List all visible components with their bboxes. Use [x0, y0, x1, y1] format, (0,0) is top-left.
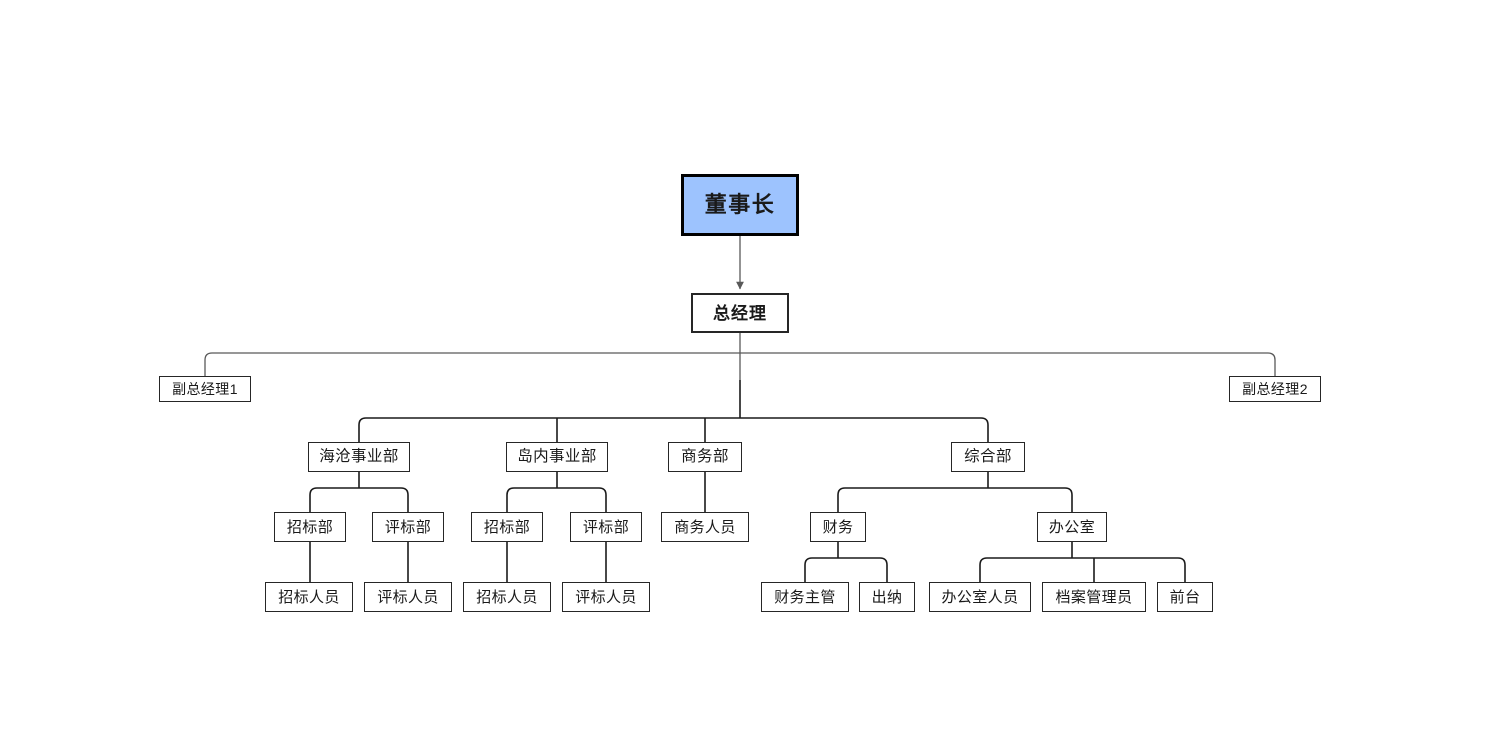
org-node-vp2[interactable]: 副总经理2	[1229, 376, 1321, 402]
org-node-label: 评标人员	[377, 588, 439, 606]
edge-daonei-bus	[506, 487, 607, 512]
org-node-label: 总经理	[713, 303, 767, 323]
org-node-hc-pingbiao[interactable]: 评标部	[372, 512, 444, 542]
org-node-label: 办公室人员	[941, 588, 1019, 606]
org-node-label: 出纳	[871, 588, 903, 606]
edge-dept-bus	[358, 417, 989, 442]
org-node-chairman[interactable]: 董事长	[681, 174, 799, 236]
org-node-vp1[interactable]: 副总经理1	[159, 376, 251, 402]
org-node-hc-zhaobiao[interactable]: 招标部	[274, 512, 346, 542]
org-node-label: 评标人员	[575, 588, 637, 606]
org-node-caiwu-zhuguan[interactable]: 财务主管	[761, 582, 849, 612]
org-node-label: 副总经理2	[1242, 381, 1308, 397]
org-node-dn-pb-staff[interactable]: 评标人员	[562, 582, 650, 612]
org-node-label: 评标部	[384, 518, 432, 536]
org-node-hc-zb-staff[interactable]: 招标人员	[265, 582, 353, 612]
org-node-dn-pingbiao[interactable]: 评标部	[570, 512, 642, 542]
edge-zonghe-bus	[837, 487, 1073, 512]
org-node-qiantai[interactable]: 前台	[1157, 582, 1213, 612]
org-node-label: 商务人员	[674, 518, 736, 536]
org-node-caiwu[interactable]: 财务	[810, 512, 866, 542]
org-node-dn-zhaobiao[interactable]: 招标部	[471, 512, 543, 542]
edge-caiwu-bus	[804, 557, 888, 582]
edge-vp-bus	[204, 352, 1276, 376]
org-node-haicang[interactable]: 海沧事业部	[308, 442, 410, 472]
org-node-label: 前台	[1169, 588, 1201, 606]
org-node-label: 董事长	[704, 192, 776, 217]
org-node-label: 招标人员	[278, 588, 340, 606]
org-node-label: 办公室	[1048, 518, 1096, 536]
org-node-label: 副总经理1	[172, 381, 238, 397]
org-node-label: 评标部	[582, 518, 630, 536]
org-node-zonghe[interactable]: 综合部	[951, 442, 1025, 472]
org-node-hc-pb-staff[interactable]: 评标人员	[364, 582, 452, 612]
org-node-label: 档案管理员	[1055, 588, 1133, 606]
org-node-label: 岛内事业部	[517, 448, 597, 466]
org-node-label: 财务	[822, 518, 854, 536]
org-node-gm[interactable]: 总经理	[691, 293, 789, 333]
org-node-label: 招标部	[483, 518, 531, 536]
org-node-label: 商务部	[681, 448, 729, 466]
org-node-dangan[interactable]: 档案管理员	[1042, 582, 1146, 612]
org-node-label: 招标人员	[476, 588, 538, 606]
org-node-label: 海沧事业部	[319, 448, 399, 466]
org-node-dn-zb-staff[interactable]: 招标人员	[463, 582, 551, 612]
edge-bangongshi-bus	[979, 557, 1186, 582]
org-node-bgs-renyuan[interactable]: 办公室人员	[929, 582, 1031, 612]
org-node-label: 综合部	[964, 448, 1012, 466]
org-node-daonei[interactable]: 岛内事业部	[506, 442, 608, 472]
org-node-sw-renyuan[interactable]: 商务人员	[661, 512, 749, 542]
org-node-chuna[interactable]: 出纳	[859, 582, 915, 612]
org-node-label: 财务主管	[774, 588, 836, 606]
edge-haicang-bus	[309, 487, 409, 512]
org-node-label: 招标部	[286, 518, 334, 536]
org-node-bangongshi[interactable]: 办公室	[1037, 512, 1107, 542]
org-node-shangwu[interactable]: 商务部	[668, 442, 742, 472]
